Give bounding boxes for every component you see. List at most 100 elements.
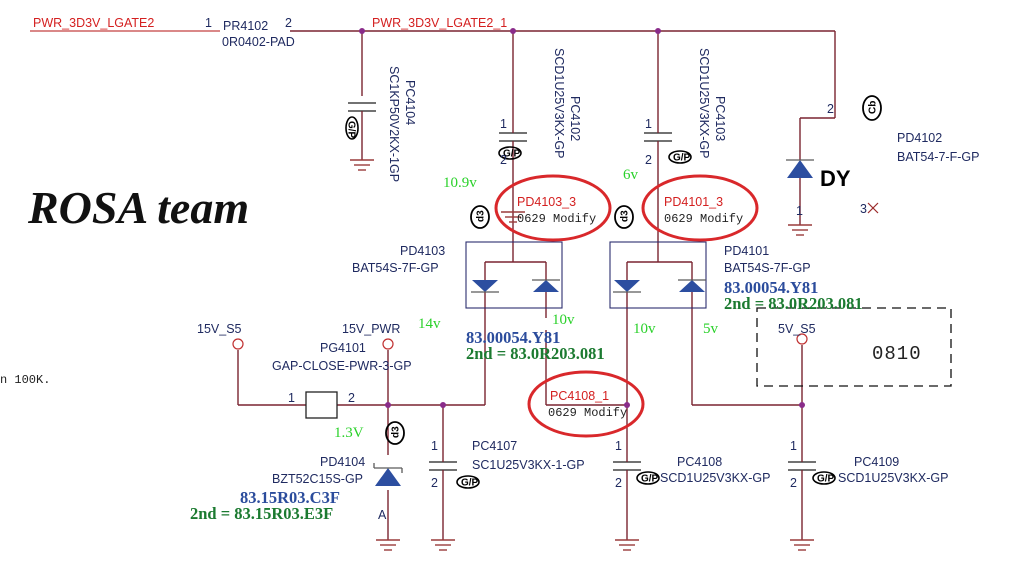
voltage-1-3v: 1.3V (334, 425, 364, 441)
wires (30, 30, 836, 540)
svg-text:d3: d3 (476, 210, 487, 222)
modify-callout-pd4103: PD4103_3 0629 Modify (494, 174, 612, 242)
svg-text:1: 1 (205, 16, 212, 30)
diode-pd4103 (465, 241, 563, 309)
svg-text:1: 1 (288, 391, 295, 405)
svg-text:G/P: G/P (641, 474, 659, 485)
svg-text:2: 2 (615, 476, 622, 490)
ref-pc4102: PC4102 (568, 96, 582, 141)
gp-stamp-pc4107-icon: G/P (456, 475, 480, 489)
d3-stamp-pd4101-icon: d3 (614, 205, 634, 229)
d3-stamp-pd4103-icon: d3 (470, 205, 490, 229)
svg-text:3: 3 (860, 202, 867, 216)
voltage-10v-b: 10v (633, 321, 656, 337)
title-rosa-team: ROSA team (27, 182, 249, 233)
dy-flag: DY (820, 166, 851, 191)
svg-text:1: 1 (615, 439, 622, 453)
diode-pd4101 (609, 241, 707, 309)
ground-symbols (350, 159, 814, 551)
ground-pd4102 (788, 224, 812, 236)
svg-text:0629 Modify: 0629 Modify (548, 406, 627, 420)
pn-pd4103: 83.00054.Y81 (466, 328, 560, 347)
ref-pr4102: PR4102 (223, 19, 268, 33)
svg-text:G/P: G/P (673, 153, 691, 164)
voltage-5v: 5v (703, 321, 719, 337)
ground-pd4104 (376, 539, 400, 551)
net-label-5v-s5: 5V_S5 (778, 322, 816, 336)
modify-callout-pc4108: PC4108_1 0629 Modify (527, 370, 645, 438)
ref-pd4104: PD4104 (320, 455, 365, 469)
gp-stamp-pc4103-icon: G/P (668, 150, 692, 164)
d3-stamp-pd4104-icon: d3 (385, 421, 405, 445)
gp-stamp-pc4104-icon: G/P (345, 116, 359, 140)
clipped-note: n 100K. (0, 373, 50, 387)
pn-pd4101: 83.00054.Y81 (724, 278, 818, 297)
svg-text:d3: d3 (620, 210, 631, 222)
component-labels: PR4102 0R0402-PAD PC4104 SC1KP50V2KX-1GP… (222, 19, 979, 486)
zener-pd4104 (373, 463, 403, 486)
svg-text:1: 1 (431, 439, 438, 453)
part-numbers: 83.00054.Y81 2nd = 83.0R203.081 83.00054… (190, 278, 863, 523)
pn2-pd4103: 2nd = 83.0R203.081 (466, 344, 605, 363)
value-pd4102: BAT54-7-F-GP (897, 150, 979, 164)
value-pc4104: SC1KP50V2KX-1GP (387, 66, 401, 182)
ref-pc4104: PC4104 (403, 80, 417, 125)
ground-pc4102 (501, 211, 525, 223)
ground-pc4107 (431, 539, 455, 551)
gp-stamp-pc4109-icon: G/P (812, 471, 836, 485)
ref-pd4101: PD4101 (724, 244, 769, 258)
svg-text:2: 2 (500, 153, 507, 167)
voltage-6v: 6v (623, 167, 639, 183)
ref-pc4107: PC4107 (472, 439, 517, 453)
svg-text:1: 1 (790, 439, 797, 453)
gp-stamp-pc4102-icon: G/P (498, 146, 522, 160)
value-pd4103: BAT54S-7F-GP (352, 261, 439, 275)
value-pr4102: 0R0402-PAD (222, 35, 295, 49)
svg-text:2: 2 (348, 391, 355, 405)
ref-pc4109: PC4109 (854, 455, 899, 469)
capacitor-pc4109 (788, 455, 816, 490)
ground-pc4104 (350, 159, 374, 171)
pn-pd4104: 83.15R03.C3F (240, 488, 340, 507)
value-pc4107: SC1U25V3KX-1-GP (472, 458, 585, 472)
svg-text:PD4101_3: PD4101_3 (664, 195, 723, 209)
capacitor-pc4107 (429, 455, 457, 490)
svg-text:G/P: G/P (817, 474, 835, 485)
cb-stamp-pd4102-icon: Cb (862, 95, 882, 121)
value-pd4104: BZT52C15S-GP (272, 472, 363, 486)
gp-stamps: G/P G/P G/P G/P G/P G/P d3 d3 d3 Cb (345, 95, 882, 489)
svg-text:G/P: G/P (503, 149, 521, 160)
ground-pc4108 (615, 539, 639, 551)
net-label-15v-pwr: 15V_PWR (342, 322, 400, 336)
junctions (359, 28, 805, 408)
svg-text:0629 Modify: 0629 Modify (664, 212, 743, 226)
pn2-pd4104: 2nd = 83.15R03.E3F (190, 504, 333, 523)
gap-pg4101 (305, 391, 338, 419)
net-label-15v-s5: 15V_S5 (197, 322, 242, 336)
pn2-pd4101: 2nd = 83.0R203.081 (724, 294, 863, 313)
capacitor-pc4104 (348, 102, 376, 118)
net-label-pwr-lgate2: PWR_3D3V_LGATE2 (33, 16, 154, 30)
value-pg4101: GAP-CLOSE-PWR-3-GP (272, 359, 412, 373)
ground-pc4109 (790, 539, 814, 551)
testpoint-15v-s5 (232, 338, 244, 350)
svg-text:2: 2 (645, 153, 652, 167)
voltage-annotations: 10.9v 6v 14v 10v 10v 5v 1.3V (334, 167, 719, 441)
svg-text:1: 1 (796, 204, 803, 218)
ref-pg4101: PG4101 (320, 341, 366, 355)
voltage-10-9v: 10.9v (443, 175, 477, 191)
value-pd4101: BAT54S-7F-GP (724, 261, 811, 275)
svg-text:2: 2 (827, 102, 834, 116)
diode-pd4102 (786, 159, 879, 214)
modify-callout-pd4101: PD4101_3 0629 Modify (641, 174, 759, 242)
net-labels: PWR_3D3V_LGATE2 PWR_3D3V_LGATE2_1 15V_S5… (33, 16, 816, 336)
ref-pd4103: PD4103 (400, 244, 445, 258)
capacitor-pc4108 (613, 450, 641, 490)
net-label-pwr-lgate2-1: PWR_3D3V_LGATE2_1 (372, 16, 507, 30)
svg-text:1: 1 (645, 117, 652, 131)
svg-text:G/P: G/P (461, 478, 479, 489)
dashed-box-label: 0810 (872, 343, 922, 365)
svg-text:A: A (378, 508, 387, 522)
svg-text:2: 2 (285, 16, 292, 30)
